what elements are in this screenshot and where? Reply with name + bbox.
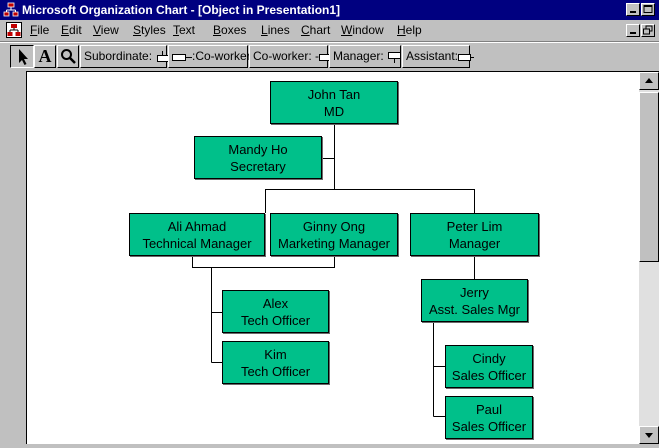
minimize-icon [630, 11, 636, 13]
coworker-left-button[interactable]: :Co-worker [168, 45, 251, 68]
menu-boxes[interactable]: Boxes [213, 23, 247, 37]
box-name: Alex [262, 295, 289, 311]
assistant-box-icon [458, 53, 475, 61]
menu-chart[interactable]: Chart [301, 23, 331, 37]
box-title: Tech Officer [240, 363, 311, 379]
menu-view[interactable]: View [93, 23, 119, 37]
canvas-frame [26, 71, 659, 444]
box-name: Jerry [460, 284, 489, 300]
toolbar-separator [0, 41, 659, 43]
box-title: Marketing Manager [278, 235, 390, 251]
doc-restore-button[interactable] [641, 24, 655, 37]
box-name: Kim [264, 346, 287, 362]
manager-box-icon [388, 51, 402, 63]
window-title: Microsoft Organization Chart - [Object i… [22, 3, 341, 17]
minimize-button[interactable] [626, 3, 640, 16]
maximize-icon [643, 5, 653, 13]
box-title: MD [323, 103, 345, 119]
title-bar[interactable]: Microsoft Organization Chart - [Object i… [0, 0, 659, 20]
zoom-tool-button[interactable] [57, 45, 79, 68]
box-title: Asst. Sales Mgr [428, 301, 521, 317]
box-title: Technical Manager [142, 235, 252, 251]
org-box-peter-lim[interactable]: Peter Lim Manager [410, 213, 539, 256]
arrow-pointer-icon [19, 49, 28, 66]
coworker-left-box-icon [172, 53, 192, 61]
maximize-button[interactable] [641, 3, 655, 16]
menu-lines[interactable]: Lines [261, 23, 290, 37]
box-title: Sales Officer [451, 367, 527, 383]
minimize-icon [630, 32, 636, 34]
org-box-john-tan[interactable]: John Tan MD [270, 81, 398, 124]
box-title: Secretary [230, 158, 286, 174]
box-name: Cindy [472, 350, 506, 366]
doc-minimize-button[interactable] [626, 24, 640, 37]
menu-edit[interactable]: Edit [61, 23, 82, 37]
toolbar: A Subordinate: :Co-worker Co-worker: - M… [0, 43, 659, 71]
box-title: Tech Officer [240, 312, 311, 328]
org-box-cindy[interactable]: Cindy Sales Officer [445, 345, 533, 388]
arrow-up-icon [645, 78, 653, 83]
menu-styles[interactable]: Styles [133, 23, 166, 37]
restore-icon [643, 25, 653, 35]
subordinate-label: Subordinate: [84, 49, 153, 63]
org-box-paul[interactable]: Paul Sales Officer [445, 396, 533, 439]
org-box-ginny-ong[interactable]: Ginny Ong Marketing Manager [270, 213, 398, 256]
vertical-scrollbar[interactable] [639, 72, 659, 444]
manager-button[interactable]: Manager: [329, 45, 402, 68]
org-box-kim[interactable]: Kim Tech Officer [222, 341, 329, 384]
connector-lines [192, 124, 475, 417]
chart-canvas[interactable]: John Tan MD Mandy Ho Secretary Ali Ahmad… [27, 72, 639, 444]
arrow-down-icon [645, 433, 653, 438]
manager-label: Manager: [333, 49, 384, 63]
box-name: Ali Ahmad [167, 218, 227, 234]
org-box-jerry[interactable]: Jerry Asst. Sales Mgr [421, 279, 528, 322]
text-tool-button[interactable]: A [34, 45, 56, 68]
menu-bar: File Edit View Styles Text Boxes Lines C… [0, 20, 659, 41]
subordinate-button[interactable]: Subordinate: [80, 45, 170, 68]
box-name: Ginny Ong [302, 218, 366, 234]
scroll-thumb[interactable] [639, 92, 659, 262]
menu-file[interactable]: File [30, 23, 50, 37]
scroll-down-button[interactable] [639, 426, 659, 444]
left-margin [0, 71, 26, 444]
org-box-mandy-ho[interactable]: Mandy Ho Secretary [194, 136, 322, 179]
org-box-ali-ahmad[interactable]: Ali Ahmad Technical Manager [129, 213, 265, 256]
menu-text[interactable]: Text [173, 23, 196, 37]
select-tool-button[interactable] [10, 45, 34, 68]
box-name: Mandy Ho [228, 141, 288, 157]
box-name: Paul [475, 401, 503, 417]
box-title: Sales Officer [451, 418, 527, 434]
box-name: Peter Lim [446, 218, 503, 234]
box-title: Manager [448, 235, 501, 251]
assistant-label: Assistant: [406, 49, 459, 63]
org-box-alex[interactable]: Alex Tech Officer [222, 290, 329, 333]
coworker-left-label: :Co-worker [192, 49, 251, 63]
menu-window[interactable]: Window [341, 23, 384, 37]
text-tool-icon: A [38, 46, 52, 66]
coworker-right-label: Co-worker: - [253, 49, 320, 63]
assistant-button[interactable]: Assistant: [402, 45, 475, 68]
box-name: John Tan [307, 86, 361, 102]
magnifier-icon [61, 49, 76, 65]
document-icon[interactable] [6, 22, 22, 38]
org-chart-app-icon[interactable] [3, 2, 19, 18]
scroll-up-button[interactable] [639, 72, 659, 90]
coworker-right-button[interactable]: Co-worker: - [249, 45, 334, 68]
menu-help[interactable]: Help [397, 23, 422, 37]
